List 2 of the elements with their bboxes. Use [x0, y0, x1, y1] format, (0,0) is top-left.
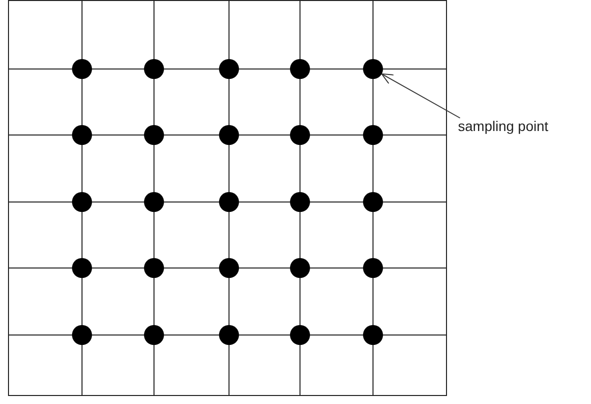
annotation-text: sampling point: [458, 117, 550, 136]
leader-line: [381, 73, 460, 118]
